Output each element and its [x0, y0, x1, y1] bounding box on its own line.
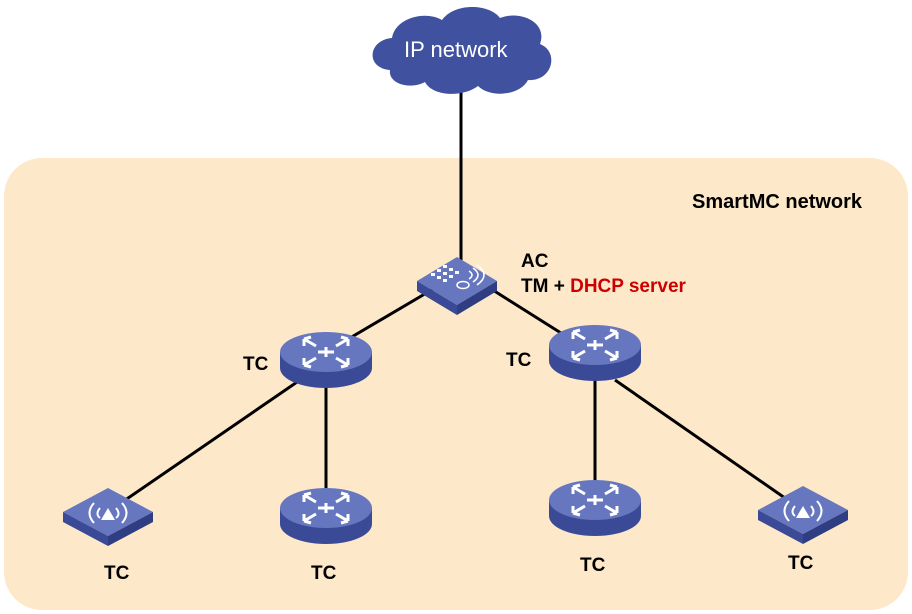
link-switch-left-ap — [117, 378, 301, 507]
ap-bottom-left-icon — [63, 488, 153, 546]
ap-bottom-left-label: TC — [104, 563, 130, 584]
ac-device-icon — [417, 257, 497, 315]
ac-role-highlight: DHCP server — [570, 276, 686, 297]
ap-bottom-right-icon — [758, 486, 848, 544]
ac-role-label: TM + DHCP server — [521, 276, 686, 298]
switch-bottom-right-label: TC — [580, 555, 606, 576]
switch-bottom-left-label: TC — [311, 563, 337, 584]
links — [117, 92, 796, 507]
cloud-icon — [372, 7, 552, 94]
switch-right-icon — [549, 325, 641, 381]
ac-label: AC — [521, 251, 549, 272]
switch-bottom-right-icon — [549, 480, 641, 536]
region-label: SmartMC network — [692, 191, 863, 213]
switch-left-label: TC — [243, 354, 269, 375]
link-ac-switch-left — [337, 283, 441, 347]
switch-bottom-left-icon — [280, 488, 372, 544]
switch-right-label: TC — [506, 350, 532, 371]
cloud-label: IP network — [404, 37, 508, 62]
switch-left-icon — [280, 332, 372, 388]
link-switch-right-ap — [614, 378, 796, 507]
ac-role-prefix: TM + — [521, 276, 571, 297]
ap-bottom-right-label: TC — [788, 553, 814, 574]
smartmc-region — [4, 158, 908, 610]
